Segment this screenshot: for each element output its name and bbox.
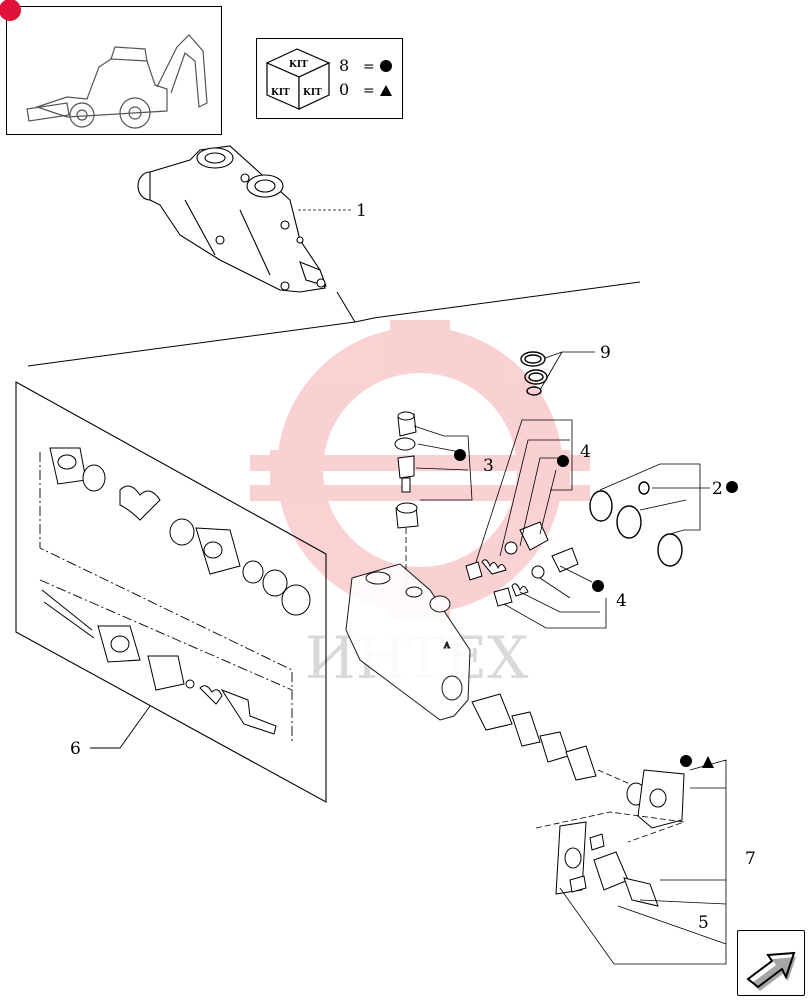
end-cap-part-7 [555,769,685,907]
circle-marker-icon [380,60,392,72]
callout-5: 5 [698,913,709,933]
part-3-circle-marker-icon [454,449,466,461]
page-badge [0,0,21,21]
valve-section-body: A [345,563,471,721]
callout-4-upper: 4 [580,442,591,462]
o-rings-part-2 [589,481,683,567]
callout-9: 9 [600,343,611,363]
service-kit-parts [41,447,311,735]
backhoe-loader-icon [26,34,208,129]
legend-row-2-sign: = [363,83,375,99]
part-2-circle-marker-icon [726,481,738,493]
part-4-upper-circle-marker-icon [557,455,569,467]
kit-label-left: KIT [271,88,290,98]
o-rings-part-9 [520,351,548,396]
triangle-marker-icon [380,85,392,96]
legend-row-1-sign: = [363,59,375,75]
valve-mark: A [443,641,450,650]
part-7-triangle-marker-icon [702,756,714,768]
kit-cube-icon: KIT KIT KIT [265,48,331,110]
machine-thumbnail [0,0,222,135]
legend-row-1-number: 8 [339,56,349,75]
callout-2: 2 [712,479,723,499]
legend-row-2-number: 0 [339,80,349,99]
relief-valve-part-4-lower [493,547,579,607]
callout-4-lower: 4 [616,591,627,611]
next-page-button[interactable] [737,930,805,996]
part-7-circle-marker-icon [680,755,692,767]
check-valve-part-3 [394,411,419,529]
part-4-lower-circle-marker-icon [592,580,604,592]
callout-7: 7 [745,849,756,869]
service-kit-panel [15,381,327,803]
kit-legend: KIT KIT KIT 8 = 0 = [256,38,403,119]
kit-legend-graphic: KIT KIT KIT 8 = 0 = [265,48,392,110]
callout-1: 1 [356,201,367,221]
kit-label-top: KIT [289,60,308,70]
next-page-arrow-icon [746,951,796,991]
callout-3: 3 [483,456,494,476]
callout-6: 6 [70,739,81,759]
spool-assembly [471,693,597,781]
valve-assembly-part [137,145,327,293]
kit-label-right: KIT [303,88,322,98]
